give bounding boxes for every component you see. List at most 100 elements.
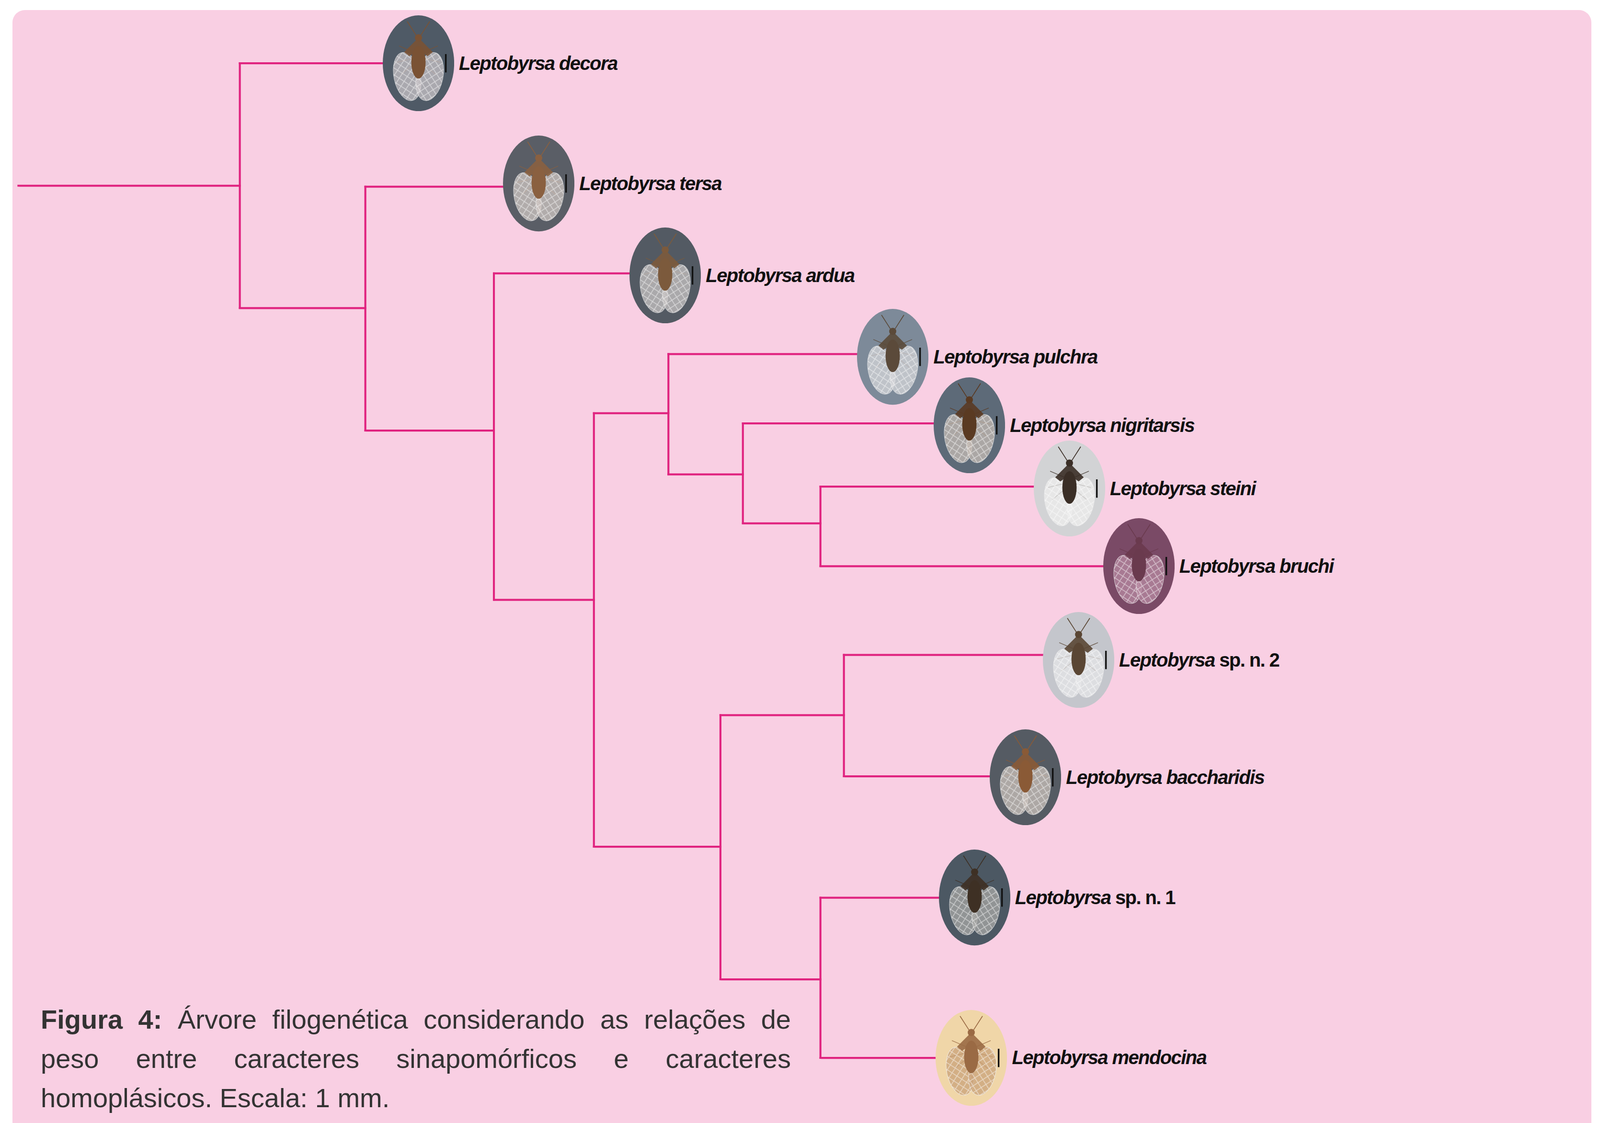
- taxon-name: Leptobyrsa sp. n. 1: [1015, 887, 1176, 909]
- genus-name: Leptobyrsa: [1119, 649, 1215, 671]
- tree-branch: [593, 413, 595, 847]
- tree-branch: [492, 273, 495, 601]
- taxon-name: Leptobyrsa bruchi: [1179, 555, 1334, 578]
- lace-bug: [509, 141, 569, 224]
- photo-ground: [1042, 612, 1115, 709]
- specimen-photo: [502, 135, 575, 232]
- scale-bar: [691, 266, 694, 285]
- tree-branch: [820, 485, 1036, 488]
- tree-branch: [820, 1057, 938, 1060]
- taxon-node: Leptobyrsa sp. n. 1: [938, 849, 1176, 946]
- lace-bug: [1040, 446, 1099, 529]
- scale-bar: [1051, 768, 1054, 787]
- tree-branch: [819, 897, 822, 1058]
- scale-bar: [1165, 557, 1167, 576]
- lace-bug: [939, 383, 999, 466]
- tree-branch: [742, 422, 935, 425]
- genus-name: Leptobyrsa: [1015, 887, 1111, 909]
- photo-ground: [938, 849, 1011, 946]
- caption-lead: Figura 4:: [40, 1004, 162, 1035]
- specimen-photo: [857, 308, 929, 405]
- specimen-photo: [1042, 612, 1115, 709]
- tree-branch: [668, 353, 858, 355]
- specimen-photo: [935, 1010, 1007, 1107]
- species-note: sp. n. 2: [1214, 649, 1280, 671]
- taxon-node: Leptobyrsa bruchi: [1103, 518, 1334, 615]
- photo-ground: [857, 308, 929, 405]
- tree-branch: [719, 715, 722, 980]
- tree-branch: [819, 486, 822, 567]
- tree-branch: [18, 184, 240, 187]
- taxon-node: Leptobyrsa decora: [382, 15, 618, 112]
- photo-ground: [933, 377, 1006, 474]
- lace-bug: [388, 21, 448, 104]
- figure-caption: Figura 4: Árvore filogenética consideran…: [40, 1000, 791, 1119]
- tree-branch: [668, 473, 743, 476]
- lace-bug: [945, 856, 1004, 938]
- tree-branch: [240, 307, 366, 309]
- scale-bar: [919, 347, 921, 366]
- scale-bar: [445, 54, 447, 73]
- scale-bar: [995, 416, 998, 435]
- specimen-photo: [1103, 518, 1175, 615]
- tree-branch: [365, 429, 494, 432]
- tree-branch: [820, 565, 1104, 568]
- scale-bar: [1096, 479, 1098, 498]
- lace-bug: [636, 233, 695, 316]
- taxon-name: Leptobyrsa pulchra: [933, 346, 1098, 368]
- lace-bug: [863, 315, 923, 398]
- taxon-name: Leptobyrsa ardua: [705, 264, 855, 287]
- tree-branch: [594, 845, 721, 848]
- taxon-node: Leptobyrsa baccharidis: [989, 729, 1265, 826]
- scale-bar: [1105, 651, 1107, 670]
- lace-bug: [942, 1016, 1001, 1099]
- species-note: sp. n. 1: [1110, 887, 1176, 909]
- tree-branch: [240, 62, 383, 65]
- photo-ground: [502, 135, 575, 232]
- tree-branch: [239, 63, 241, 309]
- specimen-photo: [938, 849, 1011, 946]
- tree-branch: [742, 423, 744, 524]
- specimen-photo: [1033, 440, 1106, 537]
- tree-branch: [493, 599, 595, 602]
- photo-ground: [382, 15, 455, 112]
- scale-bar: [1001, 888, 1003, 907]
- taxon-name: Leptobyrsa mendocina: [1011, 1047, 1207, 1069]
- tree-branch: [493, 272, 630, 275]
- scale-bar: [997, 1049, 1000, 1068]
- photo-ground: [1033, 440, 1106, 537]
- tree-branch: [720, 978, 821, 981]
- taxon-node: Leptobyrsa sp. n. 2: [1042, 612, 1280, 709]
- lace-bug: [1049, 618, 1108, 701]
- photo-ground: [935, 1010, 1007, 1107]
- tree-branch: [364, 186, 367, 431]
- tree-branch: [667, 354, 670, 475]
- taxon-node: Leptobyrsa mendocina: [935, 1010, 1207, 1107]
- taxon-node: Leptobyrsa ardua: [629, 227, 855, 324]
- taxon-name: Leptobyrsa nigritarsis: [1009, 414, 1195, 437]
- tree-branch: [594, 412, 669, 415]
- specimen-photo: [382, 15, 455, 112]
- taxon-name: Leptobyrsa sp. n. 2: [1119, 649, 1280, 672]
- taxon-name: Leptobyrsa baccharidis: [1065, 766, 1265, 789]
- photo-ground: [989, 729, 1062, 826]
- tree-branch: [365, 185, 504, 188]
- photo-ground: [629, 227, 701, 324]
- taxon-name: Leptobyrsa tersa: [579, 172, 722, 195]
- scale-bar: [565, 174, 567, 193]
- photo-ground: [1103, 518, 1175, 615]
- specimen-photo: [989, 729, 1062, 826]
- lace-bug: [1109, 524, 1168, 607]
- tree-branch: [820, 896, 939, 899]
- specimen-photo: [629, 227, 701, 324]
- specimen-photo: [933, 377, 1006, 474]
- taxon-node: Leptobyrsa tersa: [502, 135, 722, 232]
- tree-branch: [720, 714, 845, 717]
- taxon-name: Leptobyrsa steini: [1109, 478, 1256, 500]
- tree-branch: [844, 775, 991, 778]
- taxon-name: Leptobyrsa decora: [458, 52, 618, 75]
- background-panel: [12, 10, 1592, 1123]
- tree-branch: [844, 654, 1043, 657]
- tree-branch: [843, 655, 846, 777]
